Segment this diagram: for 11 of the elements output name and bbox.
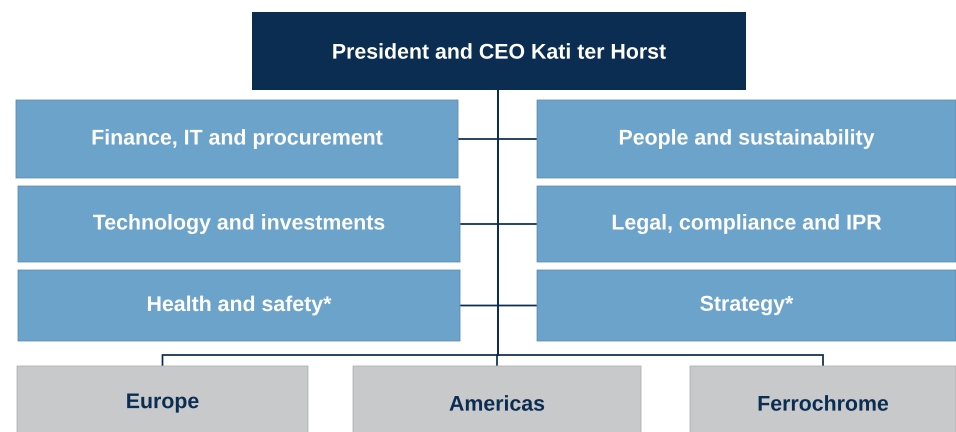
function-box: Health and safety* bbox=[18, 270, 460, 342]
function-box: Legal, compliance and IPR bbox=[536, 186, 956, 262]
function-box: Finance, IT and procurement bbox=[16, 100, 458, 178]
function-box: Strategy* bbox=[536, 270, 956, 342]
business-unit-box: Americas bbox=[352, 366, 642, 432]
top-box: President and CEO Kati ter Horst bbox=[252, 12, 746, 90]
function-box: People and sustainability bbox=[536, 100, 956, 178]
function-box: Technology and investments bbox=[18, 186, 460, 262]
business-unit-box: Europe bbox=[16, 366, 308, 432]
connector-line bbox=[497, 90, 824, 366]
business-unit-box: Ferrochrome bbox=[690, 366, 956, 432]
